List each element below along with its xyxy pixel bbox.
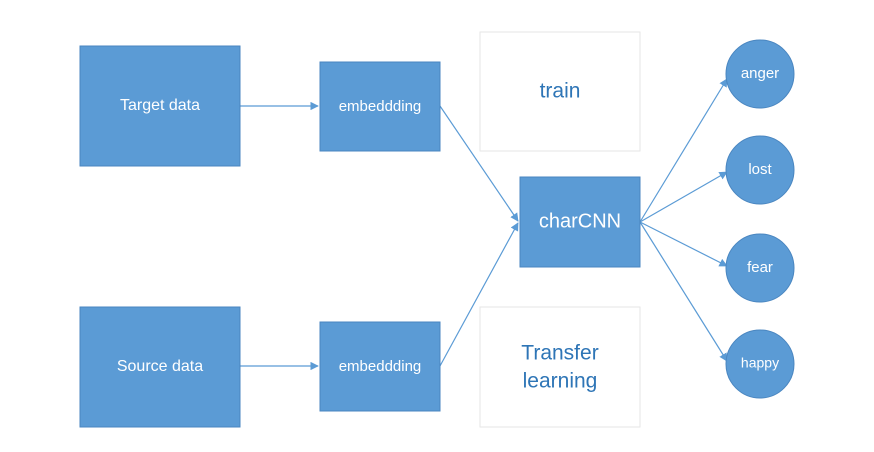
source-data-label: Source data — [117, 358, 203, 375]
edge-embedding-top-to-charcnn — [439, 105, 519, 222]
edge-embedding-bottom-to-charcnn — [439, 222, 519, 367]
transfer-label-line2: learning — [523, 370, 598, 393]
transfer-learning-note: Transfer learning — [479, 306, 641, 428]
emotion-label-happy: happy — [741, 355, 779, 371]
emotion-lost-node: lost — [725, 135, 795, 205]
emotion-label-anger: anger — [741, 65, 779, 82]
charcnn-node: charCNN — [519, 176, 641, 268]
emotion-label-fear: fear — [747, 259, 773, 276]
target-data-label: Target data — [120, 97, 200, 114]
train-label: train — [540, 80, 581, 103]
train-note: train — [479, 31, 641, 152]
source-data-node: Source data — [79, 306, 241, 428]
target-data-node: Target data — [79, 45, 241, 167]
emotion-anger-node: anger — [725, 39, 795, 109]
emotion-happy-node: happy — [725, 329, 795, 399]
edge-charcnn-to-lost — [639, 171, 728, 223]
embedding-bottom-label: embeddding — [339, 358, 422, 375]
emotion-label-lost: lost — [748, 161, 772, 178]
embedding-bottom-node: embeddding — [319, 321, 441, 412]
emotion-fear-node: fear — [725, 233, 795, 303]
edge-charcnn-to-anger — [639, 78, 728, 223]
embedding-top-label: embeddding — [339, 98, 422, 115]
edge-charcnn-to-happy — [639, 221, 728, 362]
transfer-label-line1: Transfer — [521, 342, 598, 365]
embedding-top-node: embeddding — [319, 61, 441, 152]
edge-charcnn-to-fear — [639, 221, 728, 267]
charcnn-label: charCNN — [539, 210, 621, 232]
